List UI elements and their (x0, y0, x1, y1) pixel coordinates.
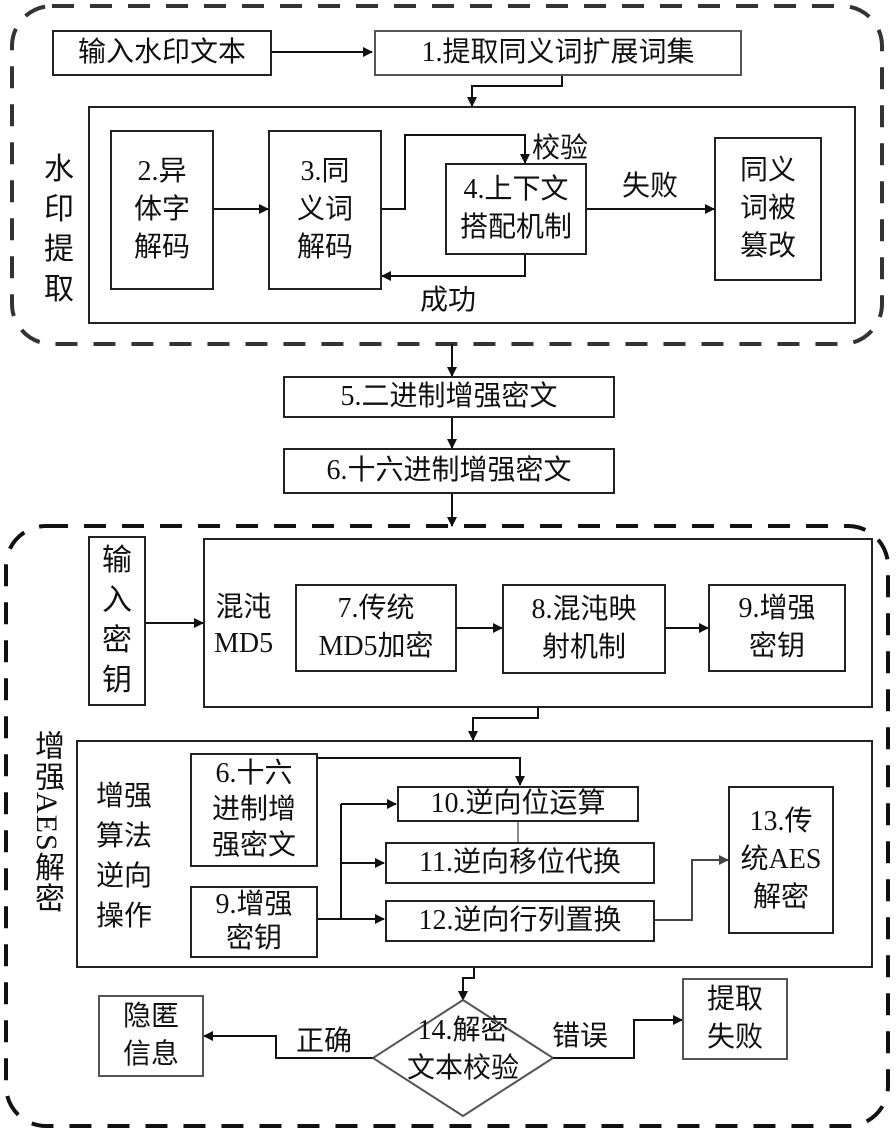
node-6b-hex-enhanced-ciphertext: 6.十六 进制增 强密文 (190, 753, 318, 867)
edge-label-success: 成功 (420, 285, 477, 316)
edge-label-correct: 正确 (296, 1026, 353, 1057)
label-chaos-md5: 混沌 MD5 (214, 592, 274, 659)
node-10-reverse-bit-operation: 10.逆向位运算 (397, 786, 639, 822)
group-label-text: 增强AES解密 (30, 730, 63, 914)
group-label-watermark-extraction: 水印提取 (44, 150, 80, 310)
node-4-context-collocation: 4.上下文 搭配机制 (445, 163, 587, 255)
node-12-reverse-row-column-permutation: 12.逆向行列置换 (385, 900, 655, 942)
node-1-extract-synonym-set: 1.提取同义词扩展词集 (374, 30, 742, 76)
group-label-text: 水印提取 (44, 153, 74, 306)
node-input-key: 输 入 密 钥 (88, 536, 146, 706)
node-13-traditional-aes-decryption: 13.传 统AES 解密 (728, 786, 834, 934)
node-3-synonym-decoding: 3.同 义词 解码 (268, 130, 382, 290)
frame-chaos-md5 (203, 538, 873, 708)
node-9b-enhanced-key: 9.增强 密钥 (190, 886, 318, 958)
group-label-enhanced-aes-decryption: 增强AES解密 (26, 730, 63, 925)
group-frame-watermark-extraction (10, 4, 884, 346)
edge-label-verify: 校验 (532, 133, 589, 164)
label-reverse-operations: 增强 算法 逆向 操作 (96, 781, 153, 932)
edge-label-error: 错误 (552, 1021, 609, 1052)
node-extraction-failed: 提取 失败 (682, 978, 788, 1060)
node-6-hex-enhanced-ciphertext: 6.十六进制增强密文 (283, 448, 615, 494)
node-hidden-information: 隐匿 信息 (98, 995, 204, 1077)
node-9-enhanced-key: 9.增强 密钥 (708, 584, 846, 672)
node-synonym-tampered: 同义 词被 篡改 (714, 137, 822, 281)
node-input-watermark-text: 输入水印文本 (52, 30, 272, 76)
node-2-variant-char-decoding: 2.异 体字 解码 (110, 130, 214, 290)
frame-reverse-operations (76, 740, 873, 968)
node-14-decrypted-text-verification: 14.解密 文本校验 (406, 1015, 519, 1084)
edge-label-fail: 失败 (622, 171, 679, 202)
node-11-reverse-shift-substitution: 11.逆向移位代换 (385, 842, 655, 884)
frame-extraction-process (88, 106, 856, 324)
node-8-chaos-mapping: 8.混沌映 射机制 (502, 584, 666, 674)
decision-diamond-14 (371, 998, 555, 1118)
node-5-binary-enhanced-ciphertext: 5.二进制增强密文 (283, 376, 615, 418)
node-7-traditional-md5: 7.传统 MD5加密 (295, 584, 457, 672)
